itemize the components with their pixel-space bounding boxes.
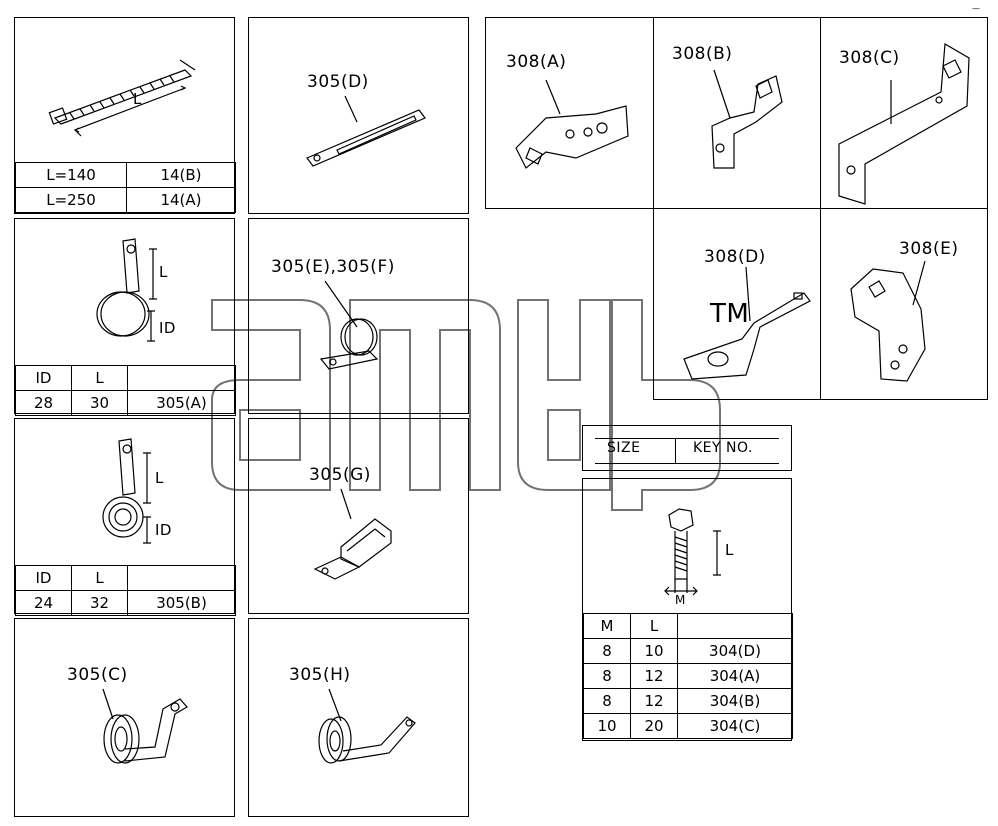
table-row: 8 10 304(D) [583,638,793,664]
table-cell: 8 [583,638,631,664]
clip-305ef-drawing [319,280,379,370]
table-cell: M [583,613,631,639]
clip-305g-drawing [313,488,392,580]
table-cell: 304(D) [677,638,793,664]
table-row: 24 32 305(B) [15,590,236,616]
table-cell: 14(A) [126,187,236,213]
table-row: 28 30 305(A) [15,390,236,416]
bolt-table: M L 8 10 304(D) 8 12 304(A) 8 12 304(B) … [583,613,793,739]
size-key-header: SIZE KEY NO. [582,425,792,471]
clip-305b-panel: L ID ID L 24 32 305(B) [14,418,236,616]
bracket-308b-panel: 308(B) [653,17,821,209]
clip-305b-drawing [102,438,151,544]
clip-305a-drawing [96,238,157,342]
table-cell: L [71,365,128,391]
table-cell: 304(C) [677,713,793,739]
clip-305ef-panel: 305(E),305(F) [248,218,469,414]
bracket-308a-label: 308(A) [506,52,567,72]
table-cell: 8 [583,688,631,714]
table-cell: 30 [71,390,128,416]
table-cell [127,365,236,391]
table-cell: 20 [630,713,678,739]
table-row: 8 12 304(A) [583,663,793,689]
cable-tie-table: L=140 14(B) L=250 14(A) [15,162,236,213]
trademark-mark: TM [710,299,750,329]
table-row: 10 20 304(C) [583,713,793,739]
table-row: ID L [15,565,236,591]
clip-305h-label: 305(H) [289,665,351,685]
bracket-308a-panel: 308(A) [485,17,654,209]
corner-mark: — [972,4,980,13]
table-cell: ID [15,365,72,391]
clip-305b-dim-l: L [155,469,164,487]
key-no-header: KEY NO. [693,440,753,456]
table-cell: ID [15,565,72,591]
table-cell: L [71,565,128,591]
bracket-308b-drawing [711,69,783,169]
table-cell: 305(B) [127,590,236,616]
clip-305a-panel: L ID ID L 28 30 305(A) [14,218,236,416]
table-cell [677,613,793,639]
bracket-308a-drawing [515,79,629,169]
table-cell: 8 [583,663,631,689]
clip-305b-dim-id: ID [155,521,172,539]
cable-tie-dim-l: L [133,90,142,108]
table-cell: 24 [15,590,72,616]
strap-305d-drawing [306,95,426,167]
clip-305h-panel: 305(H) [248,618,469,817]
table-cell: 12 [630,663,678,689]
bracket-308b-label: 308(B) [672,44,733,64]
clip-305a-dim-l: L [159,263,168,281]
table-row: M L [583,613,793,639]
strap-305d-label: 305(D) [307,72,369,92]
table-cell: L [630,613,678,639]
table-cell: 28 [15,390,72,416]
table-cell: 304(A) [677,663,793,689]
table-cell: 10 [583,713,631,739]
table-row: L=250 14(A) [15,187,236,213]
bracket-308c-drawing [838,43,970,205]
bolt-dim-l: L [725,541,734,559]
table-cell: L=140 [15,162,127,188]
clip-305c-label: 305(C) [67,665,128,685]
clip-305h-drawing [318,688,416,764]
table-cell: L=250 [15,187,127,213]
bolt-panel: L M M L 8 10 304(D) 8 12 304(A) 8 12 304… [582,478,793,741]
bracket-308c-panel: 308(C) [820,17,988,209]
clip-305g-panel: 305(G) [248,418,469,614]
bolt-drawing [664,508,721,596]
table-cell: 304(B) [677,688,793,714]
bracket-308e-panel: 308(E) [820,208,988,400]
clip-305c-drawing [102,688,188,764]
clip-305a-table: ID L 28 30 305(A) [15,365,236,416]
bracket-308c-label: 308(C) [839,48,900,68]
table-cell [127,565,236,591]
bracket-308e-drawing [850,260,926,382]
table-cell: 10 [630,638,678,664]
clip-305a-dim-id: ID [159,319,176,337]
clip-305c-panel: 305(C) [14,618,235,817]
strap-305d-panel: 305(D) [248,17,469,214]
clip-305b-table: ID L 24 32 305(B) [15,565,236,616]
table-row: L=140 14(B) [15,162,236,188]
table-cell: 305(A) [127,390,236,416]
table-cell: 32 [71,590,128,616]
bracket-308e-label: 308(E) [899,239,959,259]
table-row: 8 12 304(B) [583,688,793,714]
size-header: SIZE [607,440,641,456]
table-cell: 12 [630,688,678,714]
bracket-308d-panel: 308(D) TM [653,208,821,400]
bracket-308d-label: 308(D) [704,247,766,267]
table-row: ID L [15,365,236,391]
table-cell: 14(B) [126,162,236,188]
cable-tie-drawing [48,59,196,137]
clip-305ef-label: 305(E),305(F) [271,257,395,277]
bolt-dim-m: M [675,593,686,607]
cable-tie-panel: L L=140 14(B) L=250 14(A) [14,17,236,214]
size-key-divider [675,438,676,463]
